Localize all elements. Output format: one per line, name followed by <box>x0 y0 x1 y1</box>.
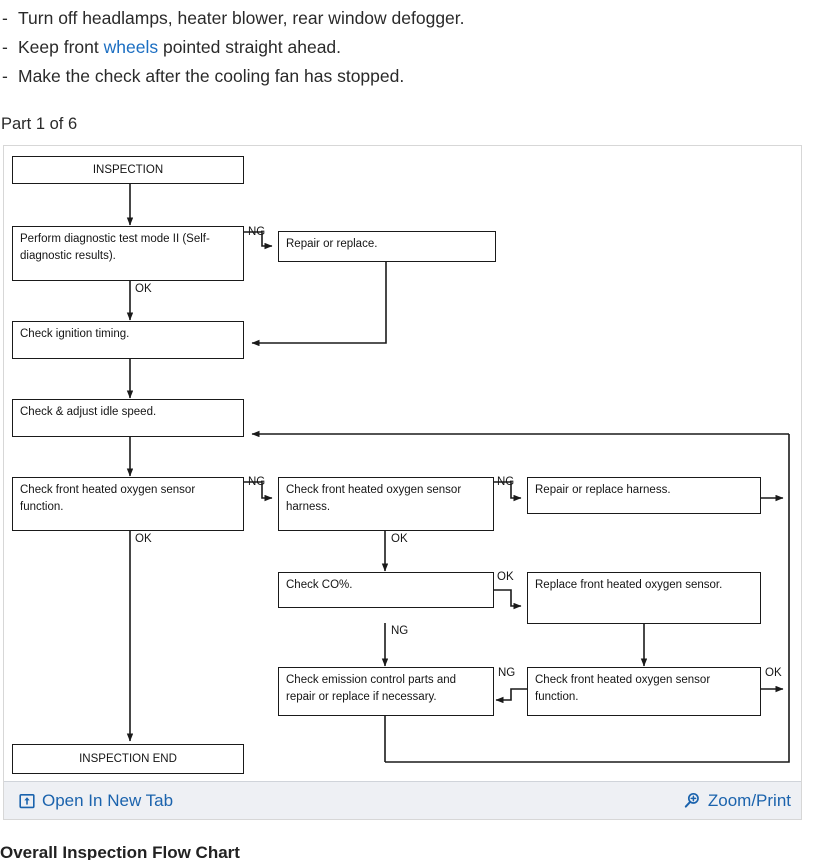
flow-chart-image[interactable]: INSPECTION Perform diagnostic test mode … <box>4 146 801 780</box>
bullet-dash: - <box>2 8 8 28</box>
flow-box-repair-replace-harness: Repair or replace harness. <box>527 477 761 514</box>
flow-connectors <box>126 184 790 763</box>
edge-label-ng-4: NG <box>391 625 409 637</box>
part-label: Part 1 of 6 <box>1 115 78 133</box>
bullet-dash: - <box>2 66 8 86</box>
edge-label-ng-3: NG <box>497 476 515 488</box>
zoom-print-button[interactable]: Zoom/Print <box>684 791 791 811</box>
bullet-dash: - <box>2 37 8 57</box>
list-item-text-pre: Turn off headlamps, heater blower, rear … <box>18 8 465 28</box>
flow-box-inspection-end: INSPECTION END <box>12 744 244 774</box>
list-item-text-post: pointed straight ahead. <box>158 37 342 57</box>
edge-label-ok-5: OK <box>765 667 782 679</box>
figure-panel: INSPECTION Perform diagnostic test mode … <box>3 145 802 820</box>
figure-toolbar: Open In New Tab Zoom/Print <box>4 781 801 819</box>
list-item-text-pre: Make the check after the cooling fan has… <box>18 66 405 86</box>
open-in-new-tab-icon <box>18 792 35 809</box>
edge-label-ng-2: NG <box>248 476 266 488</box>
flow-box-replace-o2-sensor: Replace front heated oxygen sensor. <box>527 572 761 624</box>
magnifier-plus-icon <box>684 792 701 809</box>
list-item: - Turn off headlamps, heater blower, rea… <box>2 4 826 33</box>
section-heading: Overall Inspection Flow Chart <box>0 843 240 860</box>
edge-label-ok-4: OK <box>497 571 514 583</box>
flow-box-repair-or-replace: Repair or replace. <box>278 231 496 262</box>
intro-list: - Turn off headlamps, heater blower, rea… <box>0 0 826 91</box>
list-item-text: Turn off headlamps, heater blower, rear … <box>18 4 465 33</box>
flow-box-inspection-start: INSPECTION <box>12 156 244 184</box>
flow-box-check-o2-harness: Check front heated oxygen sensor harness… <box>278 477 494 531</box>
list-item-text: Make the check after the cooling fan has… <box>18 62 404 91</box>
edge-label-ok-2: OK <box>135 533 152 545</box>
edge-label-ok-3: OK <box>391 533 408 545</box>
list-item: - Make the check after the cooling fan h… <box>2 62 826 91</box>
edge-label-ok-1: OK <box>135 283 152 295</box>
flow-box-check-o2-function: Check front heated oxygen sensor functio… <box>12 477 244 531</box>
list-item-text: Keep front wheels pointed straight ahead… <box>18 33 341 62</box>
list-item: - Keep front wheels pointed straight ahe… <box>2 33 826 62</box>
zoom-print-label: Zoom/Print <box>707 790 791 810</box>
edge-label-ng-5: NG <box>498 667 516 679</box>
edge-label-ng-1: NG <box>248 226 266 238</box>
flow-box-check-o2-function-2: Check front heated oxygen sensor functio… <box>527 667 761 716</box>
flow-box-check-emission-parts: Check emission control parts and repair … <box>278 667 494 716</box>
open-in-new-tab-label: Open In New Tab <box>42 790 174 810</box>
flow-box-check-idle-speed: Check & adjust idle speed. <box>12 399 244 437</box>
flow-box-diagnostic-mode: Perform diagnostic test mode II (Self-di… <box>12 226 244 281</box>
open-in-new-tab-button[interactable]: Open In New Tab <box>18 791 173 811</box>
flow-box-check-co: Check CO%. <box>278 572 494 608</box>
wheels-link[interactable]: wheels <box>103 37 159 57</box>
list-item-text-pre: Keep front <box>18 37 104 57</box>
flow-box-check-ignition-timing: Check ignition timing. <box>12 321 244 359</box>
